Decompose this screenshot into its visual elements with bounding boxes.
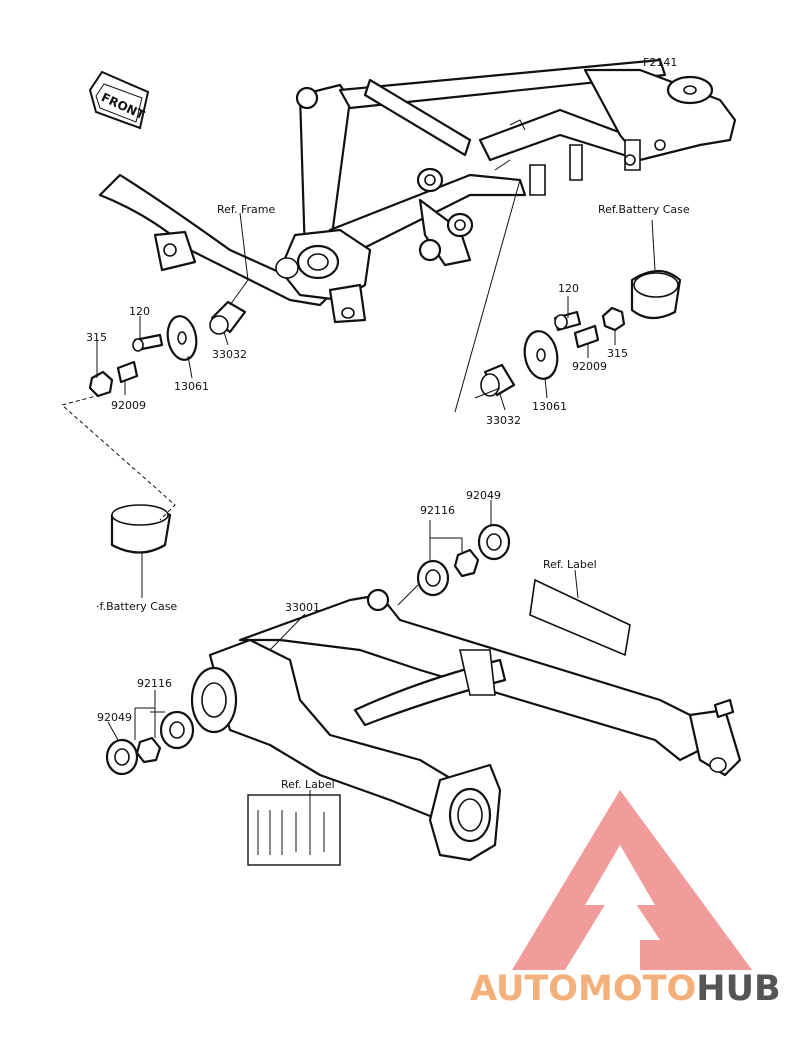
figure-code: F2141 (643, 56, 677, 69)
watermark-text-part2: HUB (696, 969, 780, 1009)
part-33032-right: 33032 (486, 414, 521, 427)
ref-label-right-box (529, 578, 631, 657)
part-33032-left: 33032 (212, 348, 247, 361)
right-pivot-parts (416, 523, 511, 597)
part-92049-top: 92049 (466, 489, 501, 502)
part-120-left: 120 (129, 305, 150, 318)
left-mount-parts (88, 300, 247, 554)
part-13061-right: 13061 (532, 400, 567, 413)
part-92116-left: 92116 (137, 677, 172, 690)
part-13061-left: 13061 (174, 380, 209, 393)
part-315-left: 315 (86, 331, 107, 344)
front-arrow-icon (88, 70, 150, 130)
part-33001: 33001 (285, 601, 320, 614)
ref-label-right-label: Ref. Label (543, 558, 597, 571)
part-92009-left: 92009 (111, 399, 146, 412)
watermark-text: AUTOMOTOHUB (470, 969, 781, 1009)
watermark-logo (512, 790, 752, 970)
watermark-text-part1: AUTOMOTO (470, 969, 696, 1009)
ref-label-bottom-box (247, 794, 341, 866)
part-92009-right: 92009 (572, 360, 607, 373)
part-120-right: 120 (558, 282, 579, 295)
ref-battery-case-top-label: Ref.Battery Case (598, 203, 690, 216)
part-92049-left: 92049 (97, 711, 132, 724)
watermark-triangle-inner (585, 845, 655, 905)
left-pivot-parts (105, 710, 195, 776)
frame-drawing (98, 58, 737, 324)
swing-arm-drawing (190, 588, 742, 862)
ref-frame-label: Ref. Frame (217, 203, 275, 216)
ref-battery-case-left-label: ·f.Battery Case (96, 600, 177, 613)
part-315-right: 315 (607, 347, 628, 360)
ref-label-bottom-label: Ref. Label (281, 778, 335, 791)
right-mount-parts (480, 269, 682, 397)
part-92116-top: 92116 (420, 504, 455, 517)
